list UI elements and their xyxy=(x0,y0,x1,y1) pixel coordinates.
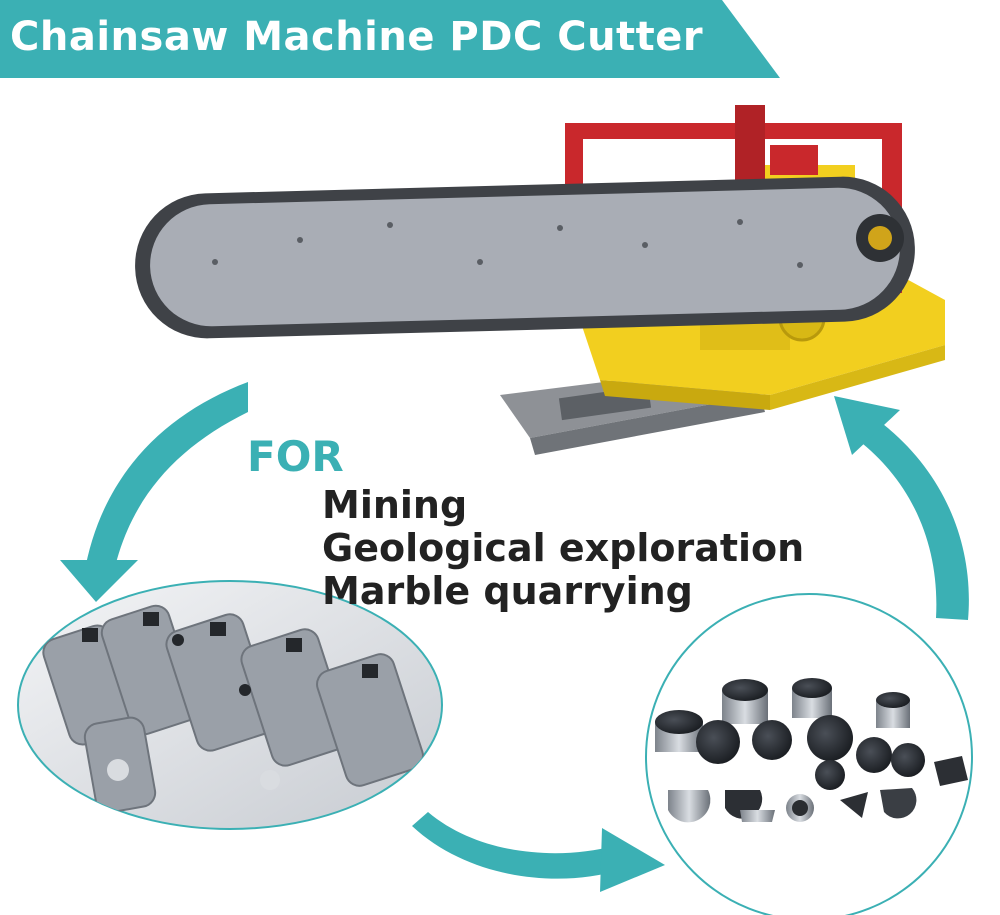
title-banner: Chainsaw Machine PDC Cutter xyxy=(0,0,780,78)
use-item-geological-exploration: Geological exploration xyxy=(322,526,805,570)
uses-list: Mining Geological exploration Marble qua… xyxy=(322,484,804,613)
chainsaw-machine xyxy=(135,105,945,455)
banner-shape xyxy=(0,0,780,78)
pdc-cutters-photo xyxy=(645,593,973,915)
use-item-mining: Mining xyxy=(322,483,468,527)
cycle-arrow-icon xyxy=(60,382,969,892)
use-item-marble-quarrying: Marble quarrying xyxy=(322,569,693,613)
banner-title: Chainsaw Machine PDC Cutter xyxy=(10,14,704,60)
for-label: FOR xyxy=(247,432,344,481)
chain-links-photo xyxy=(17,580,443,830)
